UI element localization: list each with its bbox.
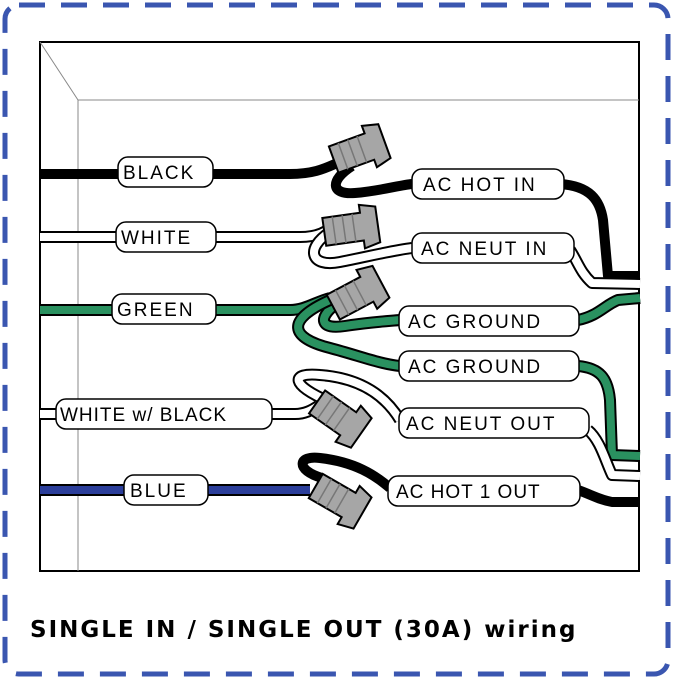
label-white-black: WHITE w/ BLACK: [60, 405, 227, 426]
wire-nuts: [307, 123, 392, 530]
label-box-ac-hot-in: [411, 168, 565, 200]
label-box-ac-neut-in: [411, 232, 575, 264]
diagram-caption: SINGLE IN / SINGLE OUT (30A) wiring: [30, 617, 578, 643]
label-box-green: [111, 293, 217, 325]
ground-1-out: [577, 294, 641, 324]
hot-out-wire: [576, 485, 640, 507]
left-labels: BLACK WHITE GREEN WHITE w/ BLACK BLUE: [55, 156, 273, 506]
green-ground-1: [320, 301, 401, 331]
wire-nut-white-black: [307, 389, 373, 449]
label-white: WHITE: [121, 228, 192, 249]
hot-in-wire: [559, 179, 640, 281]
label-ac-neut-out: AC NEUT OUT: [406, 414, 556, 435]
label-box-black: [117, 156, 214, 188]
wire-nut-green: [325, 264, 391, 321]
wires: [40, 155, 641, 507]
label-blue: BLUE: [130, 481, 188, 502]
label-box-ac-hot-1-out: [387, 475, 581, 507]
label-ac-neut-in: AC NEUT IN: [421, 239, 548, 260]
box-wall-edge: [39, 41, 79, 101]
label-box-white-black: [55, 398, 273, 430]
label-green: GREEN: [117, 300, 195, 321]
hot-out-pigtail: [297, 452, 394, 492]
label-box-ac-neut-out: [398, 407, 590, 439]
label-box-ac-ground-2: [398, 350, 580, 382]
label-ac-hot-in: AC HOT IN: [423, 175, 537, 196]
wire-nut-white: [321, 203, 382, 250]
wire-nut-blue: [307, 472, 373, 530]
label-ac-hot-1-out: AC HOT 1 OUT: [396, 482, 541, 503]
wire-nut-black: [327, 123, 392, 175]
ground-2-out: [577, 362, 641, 460]
label-ac-ground-1: AC GROUND: [408, 312, 542, 333]
white-pigtail: [310, 228, 413, 268]
neut-out-wire: [585, 426, 641, 480]
neut-out-pigtail: [294, 370, 404, 423]
label-black: BLACK: [123, 163, 195, 184]
label-box-white: [115, 221, 217, 253]
black-pigtail-hot-in: [330, 161, 413, 199]
green-ground-2: [294, 296, 401, 370]
label-box-blue: [123, 474, 209, 506]
label-ac-ground-2: AC GROUND: [408, 357, 542, 378]
label-box-ac-ground-1: [398, 305, 580, 337]
right-labels: AC HOT IN AC NEUT IN AC GROUND AC GROUND…: [387, 168, 590, 507]
